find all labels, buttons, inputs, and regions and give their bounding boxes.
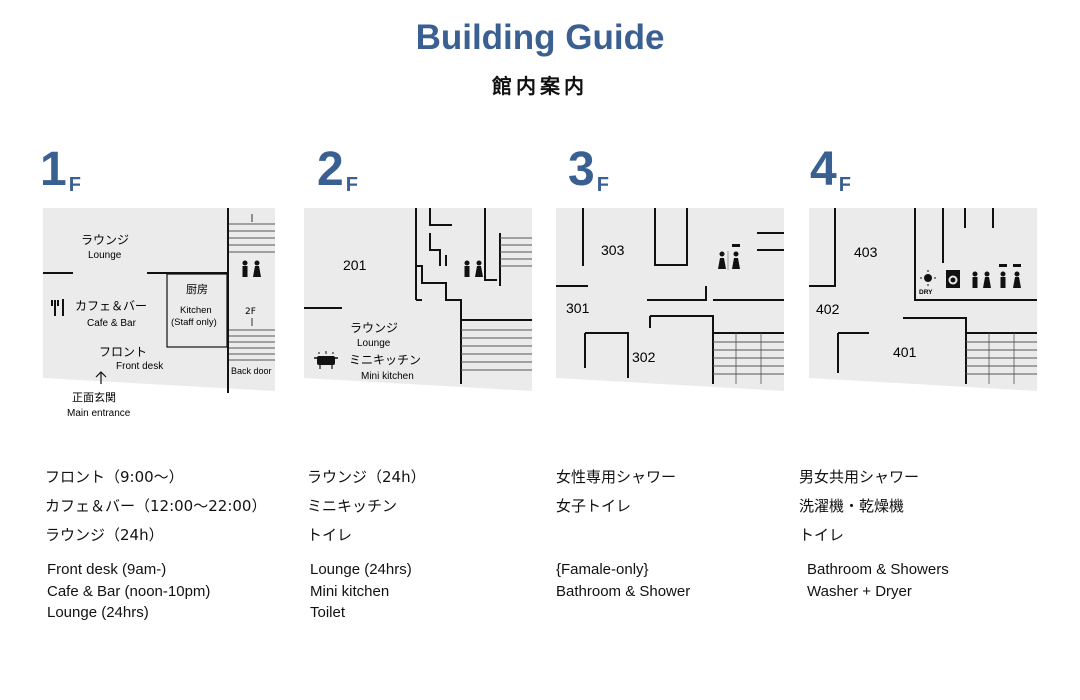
lounge-en-label: Lounge [357, 338, 391, 349]
back-door-label: Back door [231, 366, 272, 376]
list-item: トイレ [307, 526, 353, 544]
floor-suffix: F [68, 174, 81, 196]
page-subtitle: 館内案内 [492, 74, 588, 98]
room-303-label: 303 [601, 242, 625, 258]
room-201-label: 201 [343, 257, 367, 273]
stairs [713, 341, 784, 375]
front-en-label: Front desk [116, 361, 164, 372]
floor-suffix: F [838, 174, 851, 196]
cutlery-icon [51, 299, 64, 316]
en-list-2f: Lounge (24hrs) Mini kitchen Toilet [310, 559, 412, 624]
kitchen-jp-label: 厨房 [186, 283, 208, 296]
room-301-label: 301 [566, 300, 590, 316]
room-401-label: 401 [893, 344, 917, 360]
stairs [966, 341, 1037, 375]
floor-plan-2f: 201 ラウンジ Lounge ミニキッチン Mini kitchen [304, 208, 534, 393]
floor-suffix: F [345, 174, 358, 196]
stairs-label-top: 2F [245, 208, 256, 209]
floor-number: 1 [40, 143, 67, 196]
restroom-icon [464, 260, 483, 277]
walls [43, 208, 229, 393]
list-item: 女子トイレ [556, 497, 632, 515]
list-item: Lounge (24hrs) [310, 561, 412, 578]
lounge-jp-label: ラウンジ [350, 321, 398, 335]
list-item: Bathroom & Shower [556, 582, 691, 600]
entrance-arrow-icon [95, 371, 107, 384]
entrance-jp-label: 正面玄関 [72, 390, 116, 404]
front-jp-label: フロント [99, 345, 147, 359]
jp-list-2f: ラウンジ（24h） ミニキッチン トイレ [307, 463, 426, 550]
floor-plan-4f: DRY 403 402 401 [809, 208, 1039, 393]
kitchen-en-label: Mini kitchen [361, 371, 414, 382]
floor-area [43, 208, 275, 391]
room-402-label: 402 [816, 301, 840, 317]
cafe-en-label: Cafe & Bar [87, 318, 137, 329]
page-title: Building Guide [415, 18, 665, 57]
list-item: 女性専用シャワー [556, 468, 677, 486]
list-item: 男女共用シャワー [799, 468, 920, 486]
washer-icon [946, 270, 960, 288]
floor-number: 4 [810, 143, 837, 196]
en-list-3f: {Famale-only} Bathroom & Shower [556, 559, 690, 602]
restroom-icon [242, 260, 261, 277]
pot-icon [314, 351, 338, 369]
walls [304, 208, 532, 384]
list-item: Toilet [310, 604, 346, 621]
list-item: 洗濯機・乾燥機 [799, 497, 905, 515]
dry-label: DRY [919, 289, 933, 296]
list-item: フロント（9:00～） [45, 468, 184, 486]
list-item: ラウンジ（24h） [307, 468, 426, 486]
floor-number: 2 [317, 143, 344, 196]
stair-rails [988, 333, 1015, 384]
list-item: Lounge (24hrs) [47, 604, 149, 621]
lounge-jp-label: ラウンジ [81, 233, 129, 247]
entrance-en-label: Main entrance [67, 408, 131, 419]
walls [809, 208, 1037, 384]
stairs-lower [461, 329, 532, 371]
dryer-icon: DRY [919, 270, 936, 296]
restroom-icon [972, 271, 991, 288]
stairs-label-bottom: 2F [245, 307, 256, 317]
kitchen-note-label: (Staff only) [171, 317, 217, 328]
list-item: Washer + Dryer [807, 582, 912, 600]
floor-plan-1f: 2F 2F Back door ラウンジ Lounge カフェ＆バー Cafe … [43, 208, 283, 423]
cafe-jp-label: カフェ＆バー [75, 299, 147, 313]
jp-list-3f: 女性専用シャワー 女子トイレ [556, 463, 676, 521]
kitchen-jp-label: ミニキッチン [349, 353, 421, 367]
list-item: Mini kitchen [310, 582, 390, 600]
floor-suffix: F [596, 174, 609, 196]
female-restroom-icon [718, 244, 740, 270]
walls [556, 208, 784, 384]
room-302-label: 302 [632, 349, 656, 365]
lounge-en-label: Lounge [88, 250, 122, 261]
floor-plan-3f: 303 301 302 [556, 208, 786, 393]
stair-rails [735, 333, 762, 384]
list-item: Front desk (9am-) [47, 561, 167, 578]
list-item: {Famale-only} [556, 561, 649, 578]
shower-icon [999, 264, 1021, 288]
list-item: Bathroom & Showers [807, 561, 949, 578]
stairs-top [229, 223, 275, 253]
list-item: Cafe & Bar (noon-10pm) [47, 582, 211, 600]
jp-list-4f: 男女共用シャワー 洗濯機・乾燥機 トイレ [799, 463, 919, 550]
list-item: ラウンジ（24h） [45, 526, 164, 544]
list-item: ミニキッチン [307, 497, 398, 515]
floor-number: 3 [568, 143, 595, 196]
list-item: カフェ＆バー（12:00～22:00） [45, 497, 267, 515]
en-list-1f: Front desk (9am-) Cafe & Bar (noon-10pm)… [47, 559, 210, 624]
stairs-bottom [229, 329, 275, 361]
list-item: トイレ [799, 526, 845, 544]
kitchen-en-label: Kitchen [180, 305, 212, 316]
room-403-label: 403 [854, 244, 878, 260]
stairs-upper [500, 237, 532, 267]
en-list-4f: Bathroom & Showers Washer + Dryer [807, 559, 949, 602]
jp-list-1f: フロント（9:00～） カフェ＆バー（12:00～22:00） ラウンジ（24h… [45, 463, 266, 550]
